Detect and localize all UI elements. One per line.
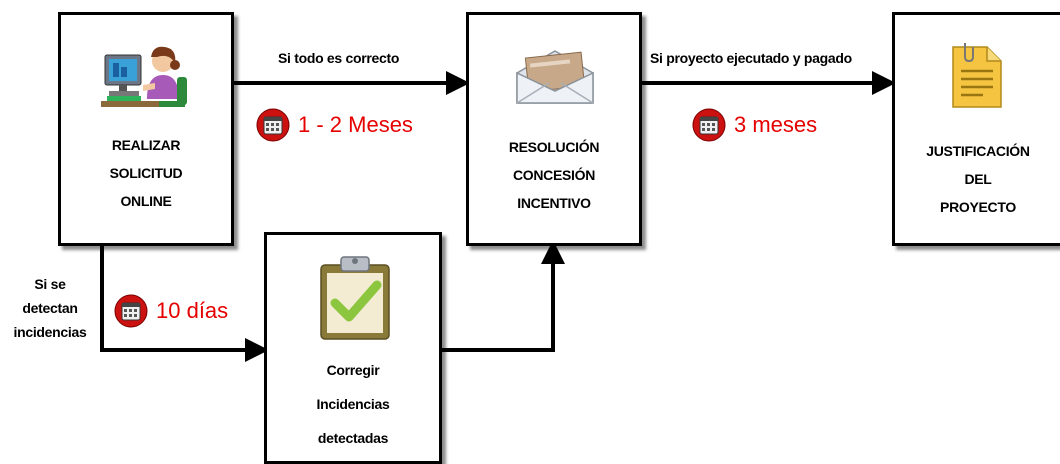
time-10-dias: 10 días: [156, 298, 229, 323]
label-line: Si se: [34, 276, 66, 292]
box-justificacion: JUSTIFICACIÓN DEL PROYECTO: [892, 12, 1060, 246]
calendar-icon: [692, 108, 726, 142]
open-envelope-icon: [513, 45, 597, 112]
box-corregir: Corregir Incidencias detectadas: [264, 232, 442, 464]
box-resolucion-text: RESOLUCIÓN CONCESIÓN INCENTIVO: [469, 133, 639, 217]
arrow-corregir-to-resolucion: [441, 240, 565, 352]
box-line: detectadas: [317, 430, 389, 446]
calendar-icon: [256, 108, 290, 142]
label-si-se-detectan: Si se detectan incidencias: [2, 272, 98, 344]
box-line: Incidencias: [316, 396, 390, 412]
box-line: JUSTIFICACIÓN: [926, 143, 1030, 159]
label-line: incidencias: [13, 324, 87, 340]
box-line: REALIZAR: [111, 137, 181, 153]
label-si-todo-correcto: Si todo es correcto: [278, 50, 400, 66]
box-line: INCENTIVO: [517, 195, 591, 211]
person-at-computer-icon: [99, 39, 191, 122]
label-line: detectan: [22, 300, 78, 316]
label-si-proyecto: Si proyecto ejecutado y pagado: [650, 50, 852, 66]
clipboard-checkmark-icon: [315, 255, 395, 346]
box-justificacion-text: JUSTIFICACIÓN DEL PROYECTO: [895, 137, 1060, 221]
box-line: CONCESIÓN: [512, 167, 596, 183]
time-3-meses: 3 meses: [734, 112, 818, 137]
box-line: DEL: [964, 171, 992, 187]
box-resolucion: RESOLUCIÓN CONCESIÓN INCENTIVO: [466, 12, 642, 246]
box-realizar-solicitud-text: REALIZAR SOLICITUD ONLINE: [61, 131, 231, 215]
calendar-icon: [114, 294, 148, 328]
document-icon: [947, 41, 1009, 118]
box-line: Corregir: [326, 362, 380, 378]
box-line: RESOLUCIÓN: [508, 139, 600, 155]
box-realizar-solicitud: REALIZAR SOLICITUD ONLINE: [58, 12, 234, 246]
box-line: PROYECTO: [940, 199, 1016, 215]
time-1-2-meses: 1 - 2 Meses: [298, 112, 413, 137]
arrow-solicitud-to-corregir: [100, 245, 269, 362]
box-corregir-text: Corregir Incidencias detectadas: [267, 353, 439, 455]
box-line: SOLICITUD: [109, 165, 183, 181]
box-line: ONLINE: [120, 193, 172, 209]
